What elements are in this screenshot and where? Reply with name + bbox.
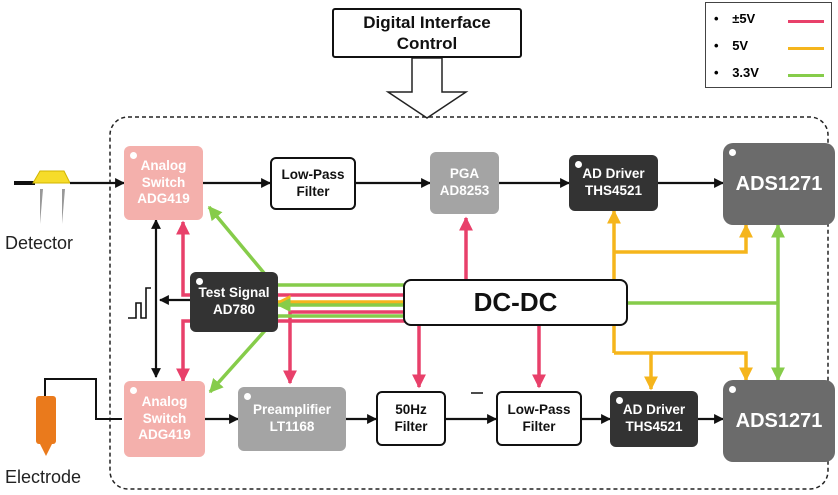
block-label: Filter: [296, 183, 330, 199]
square-wave-icon: [128, 287, 151, 319]
block-label: Low-Pass: [281, 166, 345, 182]
block-label: Switch: [142, 410, 187, 426]
detector-icon: [14, 170, 71, 224]
board-outline: [109, 116, 829, 490]
v33-to-switch-bottom: [208, 314, 405, 394]
block-label: Filter: [394, 418, 428, 434]
legend-bullet: •: [714, 38, 719, 53]
block-label: ADG419: [138, 427, 191, 443]
block-label: Preamplifier: [252, 402, 332, 418]
legend-item: • 5V: [714, 38, 748, 53]
notch-filter-block: 50Hz Filter: [376, 391, 446, 446]
block-label: LT1168: [269, 419, 315, 434]
block-label: AD780: [212, 302, 256, 317]
v5-to-ads-bottom: [651, 351, 753, 382]
legend-bullet: •: [714, 11, 719, 26]
block-label: Switch: [141, 174, 186, 190]
dc-dc-block: DC-DC: [403, 279, 628, 326]
block-label: ADG419: [137, 191, 190, 207]
low-pass-filter-bottom: Low-Pass Filter: [496, 391, 582, 446]
corner-dot: [130, 387, 137, 394]
electrode-icon: [36, 378, 122, 456]
interface-arrow: [385, 57, 469, 119]
ad-driver-bottom: AD Driver THS4521: [610, 391, 698, 447]
legend: • ±5V • 5V • 3.3V: [705, 2, 832, 88]
analog-switch-top: Analog Switch ADG419: [124, 146, 203, 220]
corner-dot: [244, 393, 251, 400]
test-signal-block: Test Signal AD780: [190, 272, 278, 332]
legend-item: • 3.3V: [714, 65, 759, 80]
digital-interface-title: Digital Interface Control: [363, 12, 491, 53]
ads1271-top: ADS1271: [723, 143, 835, 225]
block-label: DC-DC: [473, 287, 558, 318]
low-pass-filter-top: Low-Pass Filter: [270, 157, 356, 210]
pga-block: PGA AD8253: [430, 152, 499, 214]
block-label: Analog: [140, 157, 187, 173]
v5-to-driver-bottom: [614, 351, 658, 391]
block-label: PGA: [449, 166, 480, 182]
ad-driver-top: AD Driver THS4521: [569, 155, 658, 211]
block-label: THS4521: [584, 183, 643, 198]
pm5v-to-switch-top: [176, 220, 405, 297]
v5-to-ads-top: [614, 223, 753, 254]
corner-dot: [729, 149, 736, 156]
block-label: AD Driver: [622, 402, 686, 418]
block-label: AD Driver: [582, 166, 645, 182]
block-label: THS4521: [625, 419, 683, 434]
pm5v-to-switch-bottom: [176, 319, 405, 383]
legend-item: • ±5V: [714, 11, 755, 26]
legend-swatch: [788, 74, 824, 77]
block-label: 50Hz: [395, 401, 427, 417]
legend-label: 3.3V: [732, 65, 759, 80]
legend-label: ±5V: [732, 11, 756, 26]
block-label: ADS1271: [735, 409, 823, 432]
block-label: Analog: [141, 393, 188, 409]
block-label: Filter: [522, 418, 556, 434]
legend-swatch: [788, 47, 824, 50]
pm5v-to-preamp: [283, 310, 405, 385]
legend-swatch: [788, 20, 824, 23]
corner-dot: [616, 397, 623, 404]
block-label: ADS1271: [735, 172, 823, 195]
legend-label: 5V: [732, 38, 749, 53]
legend-bullet: •: [714, 65, 719, 80]
digital-interface-box: Digital Interface Control: [332, 8, 522, 58]
corner-dot: [130, 152, 137, 159]
detector-label: Detector: [5, 233, 74, 253]
block-label: AD8253: [439, 183, 490, 198]
analog-switch-bottom: Analog Switch ADG419: [124, 381, 205, 457]
block-label: Test Signal: [198, 285, 270, 301]
corner-dot: [196, 278, 203, 285]
block-label: Low-Pass: [507, 401, 571, 417]
ads1271-bottom: ADS1271: [723, 380, 835, 462]
preamplifier-block: Preamplifier LT1168: [238, 387, 346, 451]
corner-dot: [575, 161, 582, 168]
electrode-label: Electrode: [5, 467, 82, 487]
corner-dot: [729, 386, 736, 393]
